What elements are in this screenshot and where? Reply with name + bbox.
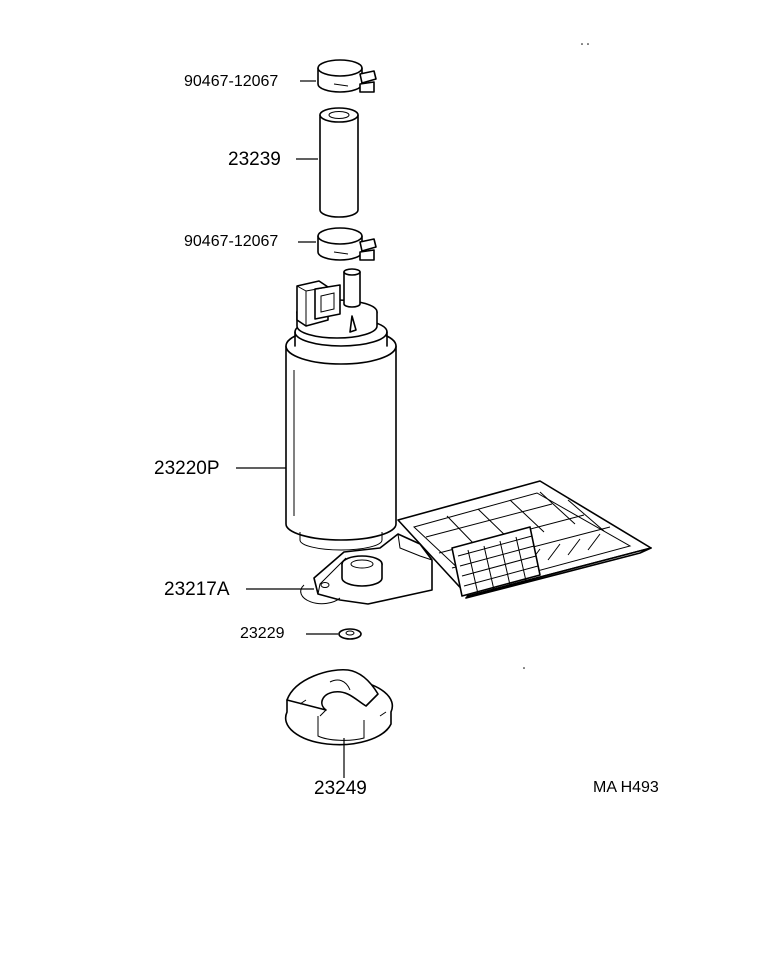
washer <box>338 628 362 640</box>
hose-clamp-top <box>317 59 377 93</box>
callout-clamp-top: 90467-12067 <box>184 73 279 90</box>
pump-bracket-and-filter <box>300 480 652 605</box>
callout-clamp-bottom: 90467-12067 <box>184 233 279 250</box>
callout-cushion: 23249 <box>314 778 367 799</box>
fuel-hose <box>319 107 359 218</box>
callout-washer: 23229 <box>240 625 285 642</box>
callout-hose: 23239 <box>228 149 281 170</box>
callout-pump: 23220P <box>154 458 220 479</box>
pump-cushion <box>284 668 394 746</box>
leader-lines <box>236 80 345 778</box>
figure-code: MA H493 <box>593 779 659 796</box>
callout-bracket-filter: 23217A <box>164 579 230 600</box>
fuel-pump <box>285 268 397 551</box>
hose-clamp-bottom <box>317 227 377 261</box>
